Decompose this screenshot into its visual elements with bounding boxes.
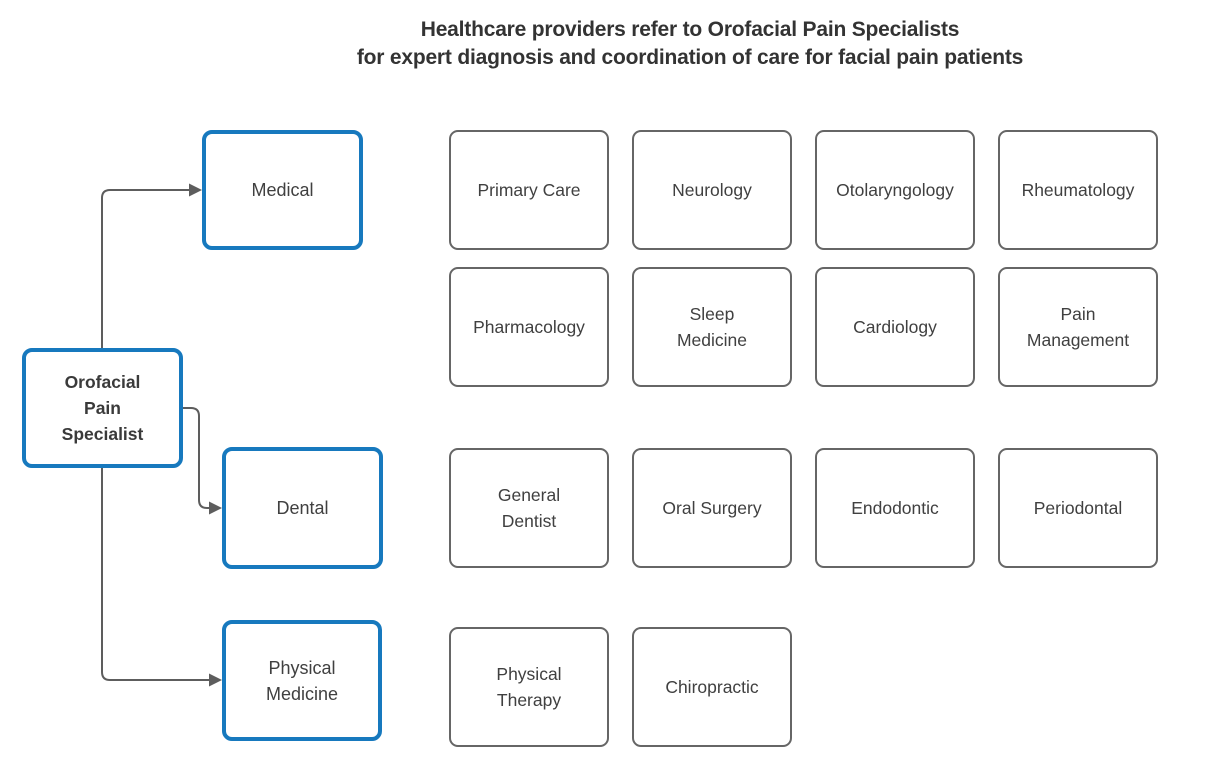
node-sleep-medicine: Sleep Medicine (632, 267, 792, 387)
arrowhead-dental-icon (209, 501, 222, 515)
node-general-dentist: General Dentist (449, 448, 609, 568)
node-pharmacology: Pharmacology (449, 267, 609, 387)
item-label: Rheumatology (1021, 180, 1135, 200)
node-oral-surgery: Oral Surgery (632, 448, 792, 568)
arrowhead-physical-medicine-icon (209, 673, 222, 687)
node-cardiology: Cardiology (815, 267, 975, 387)
item-label: Oral Surgery (662, 498, 762, 518)
title-line-1: Healthcare providers refer to Orofacial … (420, 18, 960, 41)
diagram-title: Healthcare providers refer to Orofacial … (160, 16, 1217, 72)
node-orofacial-pain-specialist: Orofacial Pain Specialist (22, 348, 183, 468)
item-label: Chiropractic (665, 677, 759, 697)
node-endodontic: Endodontic (815, 448, 975, 568)
root-label: Orofacial Pain Specialist (61, 372, 144, 444)
node-pain-management: Pain Management (998, 267, 1158, 387)
item-label: Otolaryngology (836, 180, 954, 200)
node-periodontal: Periodontal (998, 448, 1158, 568)
item-label: Pain Management (1026, 304, 1130, 350)
node-primary-care: Primary Care (449, 130, 609, 250)
medical-label: Medical (251, 180, 314, 200)
node-chiropractic: Chiropractic (632, 627, 792, 747)
node-rheumatology: Rheumatology (998, 130, 1158, 250)
item-label: Primary Care (477, 180, 581, 200)
title-line-2: for expert diagnosis and coordination of… (356, 46, 1024, 69)
connector-root-to-medical (101, 189, 189, 348)
node-physical-medicine: Physical Medicine (222, 620, 382, 741)
item-label: Cardiology (853, 317, 937, 337)
physical-medicine-label: Physical Medicine (265, 657, 339, 704)
item-label: Neurology (672, 180, 752, 200)
dental-label: Dental (276, 498, 329, 518)
item-label: Pharmacology (473, 317, 585, 337)
node-neurology: Neurology (632, 130, 792, 250)
item-label: Endodontic (851, 498, 939, 518)
item-label: Sleep Medicine (676, 304, 748, 350)
arrowhead-medical-icon (189, 183, 202, 197)
connector-root-to-dental (183, 407, 209, 509)
connector-root-to-physical-medicine (101, 468, 209, 681)
item-label: Physical Therapy (496, 664, 562, 710)
node-medical: Medical (202, 130, 363, 250)
node-physical-therapy: Physical Therapy (449, 627, 609, 747)
node-dental: Dental (222, 447, 383, 569)
item-label: General Dentist (497, 485, 561, 531)
item-label: Periodontal (1033, 498, 1123, 518)
node-otolaryngology: Otolaryngology (815, 130, 975, 250)
